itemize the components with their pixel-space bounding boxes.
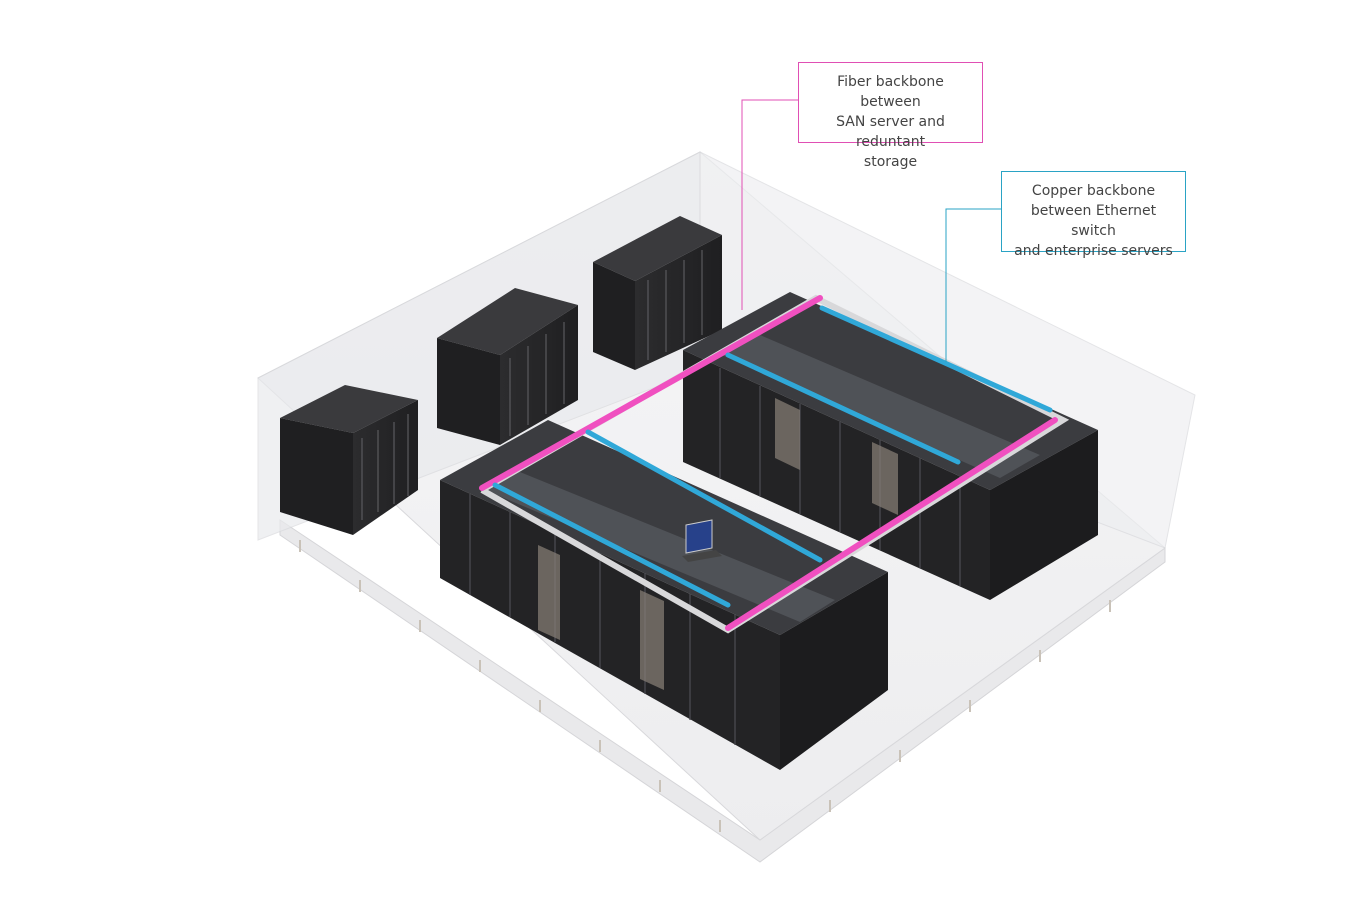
rack-pod-left (440, 420, 888, 770)
rack-group-left (280, 385, 418, 535)
copper-backbone-callout: Copper backbone between Ethernet switch … (1001, 171, 1186, 259)
copper-leader-line (945, 208, 1001, 362)
rack-group-middle (437, 288, 578, 445)
fiber-backbone-lines (479, 295, 1058, 631)
rack-group-back (593, 216, 722, 370)
fiber-backbone-callout: Fiber backbone between SAN server and re… (798, 62, 983, 170)
monitor-icon (682, 519, 722, 562)
copper-backbone-lines (492, 305, 1053, 608)
fiber-leader-line (741, 99, 798, 310)
rack-pod-right (683, 292, 1098, 600)
floor-pedestals (299, 540, 1111, 832)
